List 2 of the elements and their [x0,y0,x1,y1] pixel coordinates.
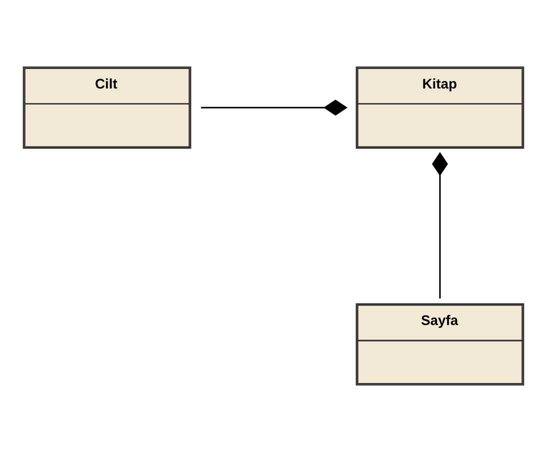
connector [201,100,348,116]
connector [432,152,448,298]
